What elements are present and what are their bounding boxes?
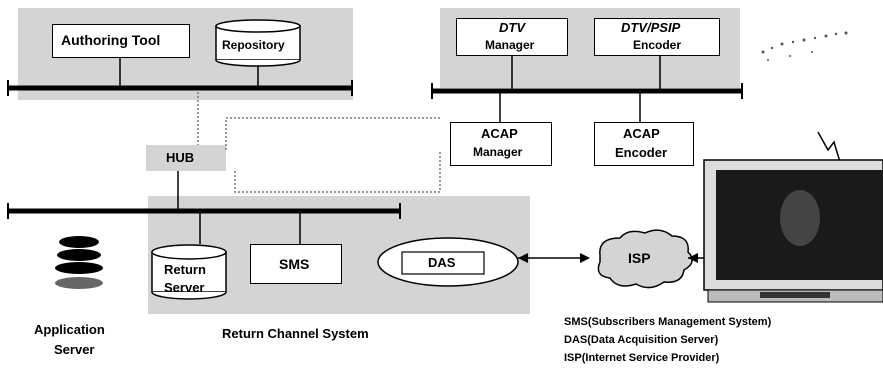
application-server-line1: Application	[34, 322, 105, 337]
return-server-cylinder	[151, 244, 227, 300]
legend-sms: SMS(Subscribers Management System)	[564, 316, 772, 328]
acap-manager-box[interactable]: ACAP Manager	[450, 122, 552, 166]
return-server-line1: Return	[164, 262, 206, 277]
acap-encoder-box[interactable]: ACAP Encoder	[594, 122, 694, 166]
authoring-tool-box[interactable]: Authoring Tool	[52, 24, 190, 58]
application-server-line2: Server	[54, 342, 95, 357]
hub-label: HUB	[166, 150, 195, 165]
repository-label: Repository	[222, 38, 285, 52]
tv-set	[703, 159, 883, 303]
application-server-stack	[55, 236, 103, 289]
acap-encoder-line2: Encoder	[615, 145, 668, 160]
dtv-psip-line1: DTV/PSIP	[621, 20, 681, 35]
repository-cylinder	[215, 19, 301, 67]
dtv-manager-box[interactable]: DTV Manager	[456, 18, 568, 56]
das-label: DAS	[428, 255, 456, 270]
signal-noise	[761, 31, 848, 61]
legend-das: DAS(Data Acquisition Server)	[564, 334, 719, 346]
hub-box	[146, 145, 226, 171]
acap-manager-line1: ACAP	[481, 126, 518, 141]
return-server-line2: Server	[164, 280, 205, 295]
acap-encoder-line1: ACAP	[623, 126, 660, 141]
isp-cloud	[597, 229, 693, 289]
sms-box[interactable]: SMS	[250, 244, 342, 284]
dtv-psip-line2: Encoder	[633, 38, 682, 52]
sms-label: SMS	[279, 256, 310, 272]
legend-isp: ISP(Internet Service Provider)	[564, 352, 720, 364]
acap-manager-line2: Manager	[473, 145, 523, 159]
dtv-manager-line1: DTV	[499, 20, 525, 35]
authoring-tool-label: Authoring Tool	[61, 32, 161, 48]
dtv-psip-encoder-box[interactable]: DTV/PSIP Encoder	[594, 18, 720, 56]
return-channel-system-label: Return Channel System	[222, 326, 369, 341]
isp-label: ISP	[628, 250, 651, 266]
dtv-manager-line2: Manager	[485, 38, 535, 52]
